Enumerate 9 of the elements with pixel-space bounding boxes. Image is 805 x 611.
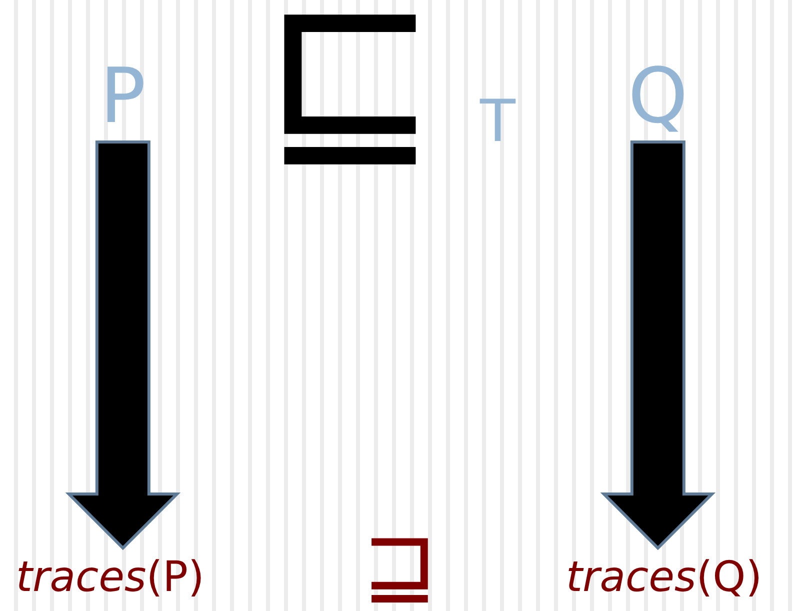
node-label: traces(Q) (566, 556, 762, 598)
node-label: P (100, 58, 146, 134)
block-arrow (65, 140, 181, 550)
node-label: Q (628, 58, 688, 134)
block-arrow (600, 140, 716, 550)
subscript: T (480, 92, 516, 150)
node-label: traces(P) (16, 556, 204, 598)
order-symbol: ⊑ (262, 0, 438, 180)
order-symbol: ⊒ (362, 520, 438, 610)
